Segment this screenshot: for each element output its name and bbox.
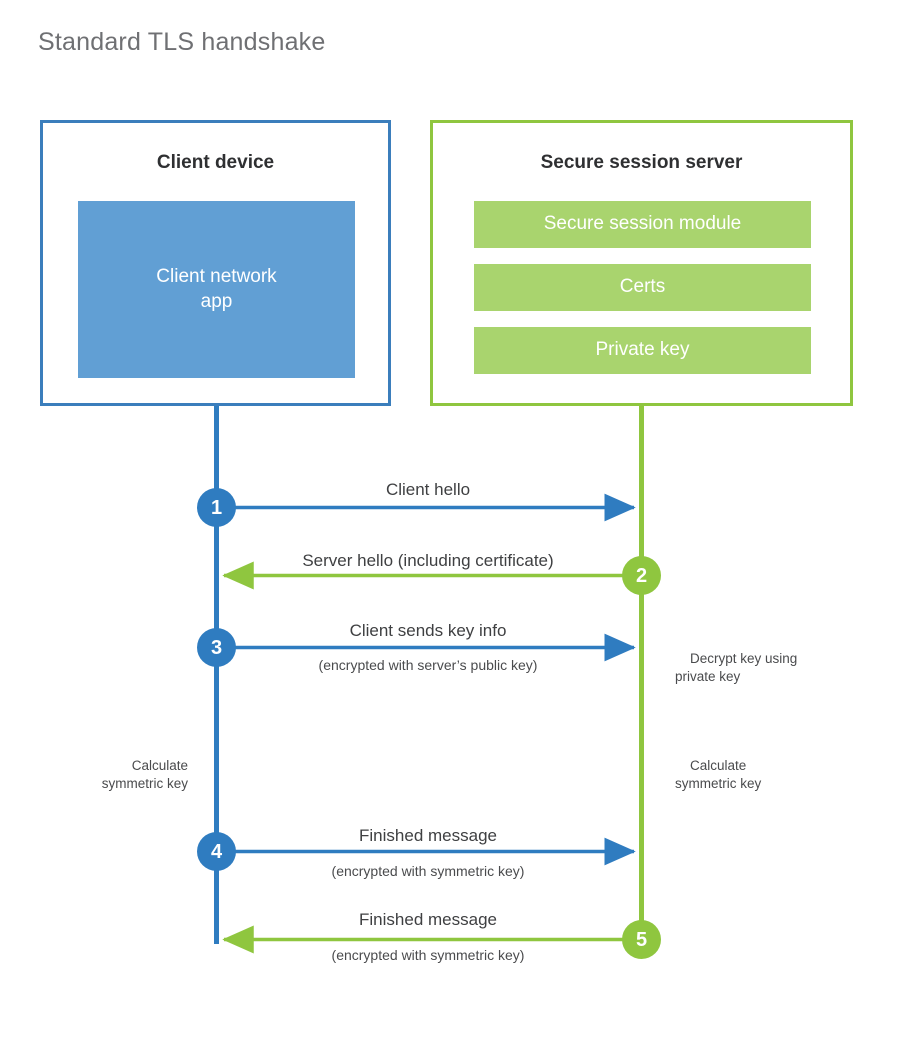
step-marker-2: 2	[622, 556, 661, 595]
step-number: 4	[210, 840, 223, 863]
server-block-label: Private key	[595, 339, 690, 361]
message-label-step-4: Finished message	[359, 826, 497, 845]
client-network-app-label: Client network app	[156, 266, 277, 312]
client-device-title: Client device	[156, 152, 275, 173]
server-block-private-key: Private key	[474, 327, 811, 374]
server-block-secure-session-module: Secure session module	[474, 201, 811, 248]
page-title: Standard TLS handshake	[38, 28, 326, 56]
message-label-step-2: Server hello (including certificate)	[302, 551, 554, 570]
message-sublabel-step-5: (encrypted with symmetric key)	[331, 947, 525, 963]
step-number: 1	[210, 496, 223, 519]
server-block-label: Certs	[619, 276, 666, 298]
message-sublabel-step-4: (encrypted with symmetric key)	[331, 863, 525, 879]
message-label-step-3: Client sends key info	[349, 621, 507, 640]
server-block-certs: Certs	[474, 264, 811, 311]
message-label-step-1: Client hello	[385, 480, 471, 499]
step-number: 2	[635, 564, 648, 587]
step-number: 5	[635, 928, 648, 951]
step-marker-4: 4	[197, 832, 236, 871]
step-marker-1: 1	[197, 488, 236, 527]
step-marker-3: 3	[197, 628, 236, 667]
client-device-box: Client device Client network app	[40, 120, 391, 406]
server-block-label: Secure session module	[543, 213, 742, 235]
client-network-app-block: Client network app	[78, 201, 355, 378]
step-marker-5: 5	[622, 920, 661, 959]
secure-session-server-title: Secure session server	[540, 152, 743, 173]
secure-session-server-box: Secure session server Secure session mod…	[430, 120, 853, 406]
message-sublabel-step-3: (encrypted with server’s public key)	[318, 657, 538, 673]
step-number: 3	[210, 636, 223, 659]
message-label-step-5: Finished message	[359, 910, 497, 929]
